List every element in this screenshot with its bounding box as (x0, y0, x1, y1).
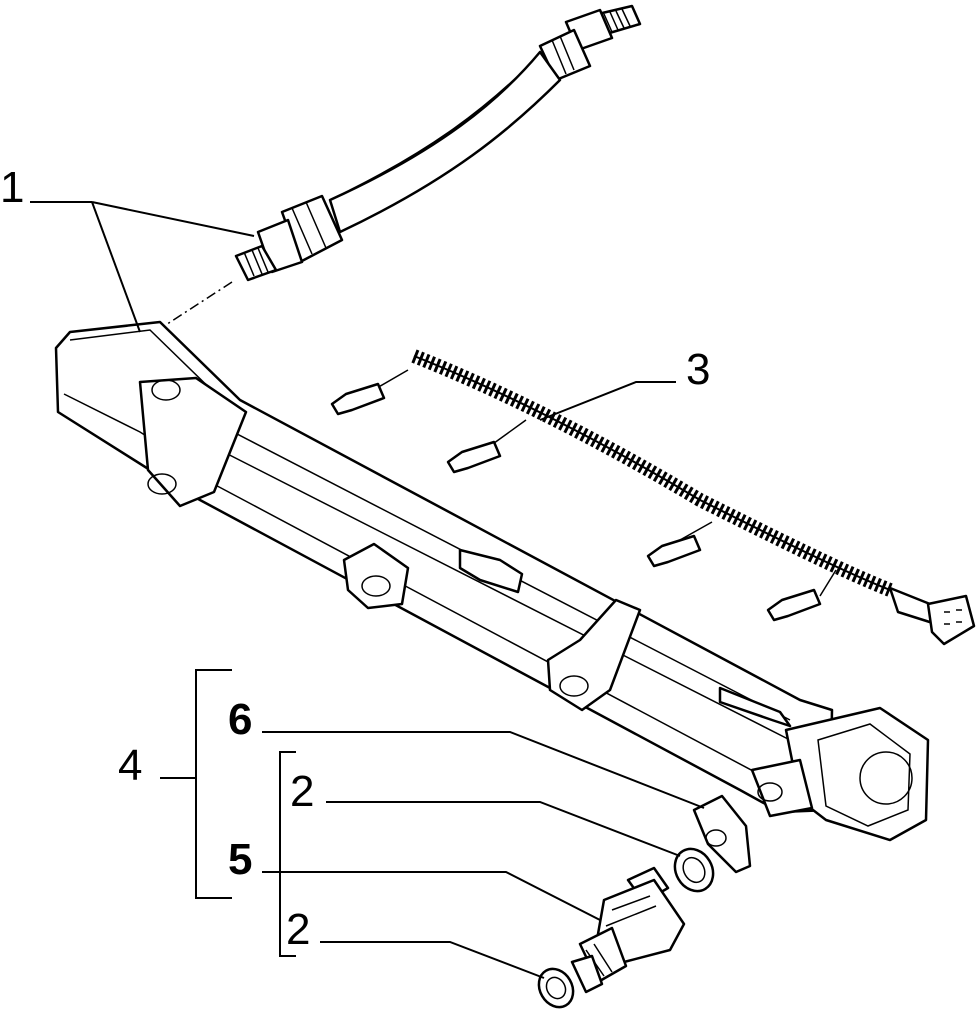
wiring-harness-icon (330, 349, 976, 646)
fuel-hose-icon (157, 4, 642, 331)
callout-2-upper: 2 (290, 767, 314, 816)
leader-lines (30, 201, 705, 979)
callout-1: 1 (0, 163, 24, 212)
callout-2-lower: 2 (286, 905, 310, 954)
callout-3: 3 (686, 345, 710, 394)
fuel-injector-icon (570, 866, 686, 994)
o-ring-icon (673, 847, 715, 893)
fuel-rail-icon (54, 320, 930, 842)
callout-5: 5 (228, 835, 252, 884)
callout-4: 4 (118, 741, 142, 790)
retaining-clip-icon (692, 794, 752, 874)
o-ring-icon (537, 967, 575, 1009)
callout-6: 6 (228, 695, 252, 744)
